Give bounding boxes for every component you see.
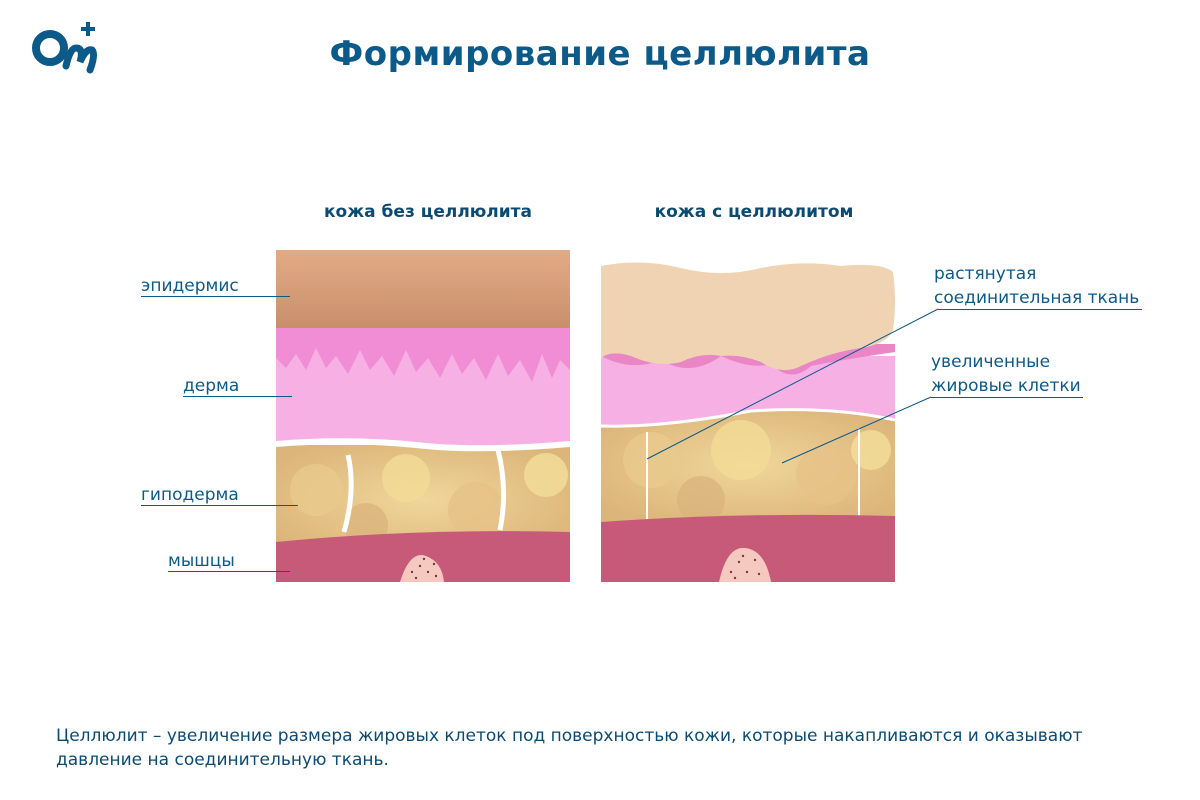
label-hypodermis: гиподерма: [141, 485, 239, 505]
leader-epidermis: [141, 296, 290, 297]
leader-dermis: [183, 396, 292, 397]
label-connective-1: растянутая: [934, 264, 1037, 284]
page-title: Формирование целлюлита: [329, 34, 871, 74]
leader-hypodermis: [141, 505, 298, 506]
caption-with-cellulite: кожа с целлюлитом: [654, 202, 854, 222]
description: Целлюлит – увеличение размера жировых кл…: [56, 724, 1156, 772]
description-line-2: давление на соединительную ткань.: [56, 750, 389, 770]
skin-normal-diagram: [276, 250, 570, 582]
label-epidermis: эпидермис: [141, 276, 239, 296]
muscle-layer: [601, 514, 895, 582]
label-fat-2: жировые клетки: [931, 376, 1081, 396]
label-connective-2: соединительная ткань: [934, 288, 1140, 308]
skin-cellulite-diagram: [601, 262, 895, 582]
leader-muscles: [168, 571, 290, 572]
caption-no-cellulite: кожа без целлюлита: [324, 202, 532, 222]
label-dermis: дерма: [183, 376, 240, 396]
label-muscles: мышцы: [168, 551, 235, 571]
bone-piece: [400, 555, 444, 582]
label-fat-1: увеличенные: [931, 352, 1051, 372]
leader-connective-underline: [938, 309, 1142, 310]
epidermis-layer: [276, 250, 570, 328]
epidermis-layer: [601, 262, 895, 371]
leader-fat-underline: [931, 397, 1083, 398]
dermis-layer: [601, 356, 895, 427]
logo-icon: [32, 22, 98, 74]
description-line-1: Целлюлит – увеличение размера жировых кл…: [56, 726, 1083, 746]
